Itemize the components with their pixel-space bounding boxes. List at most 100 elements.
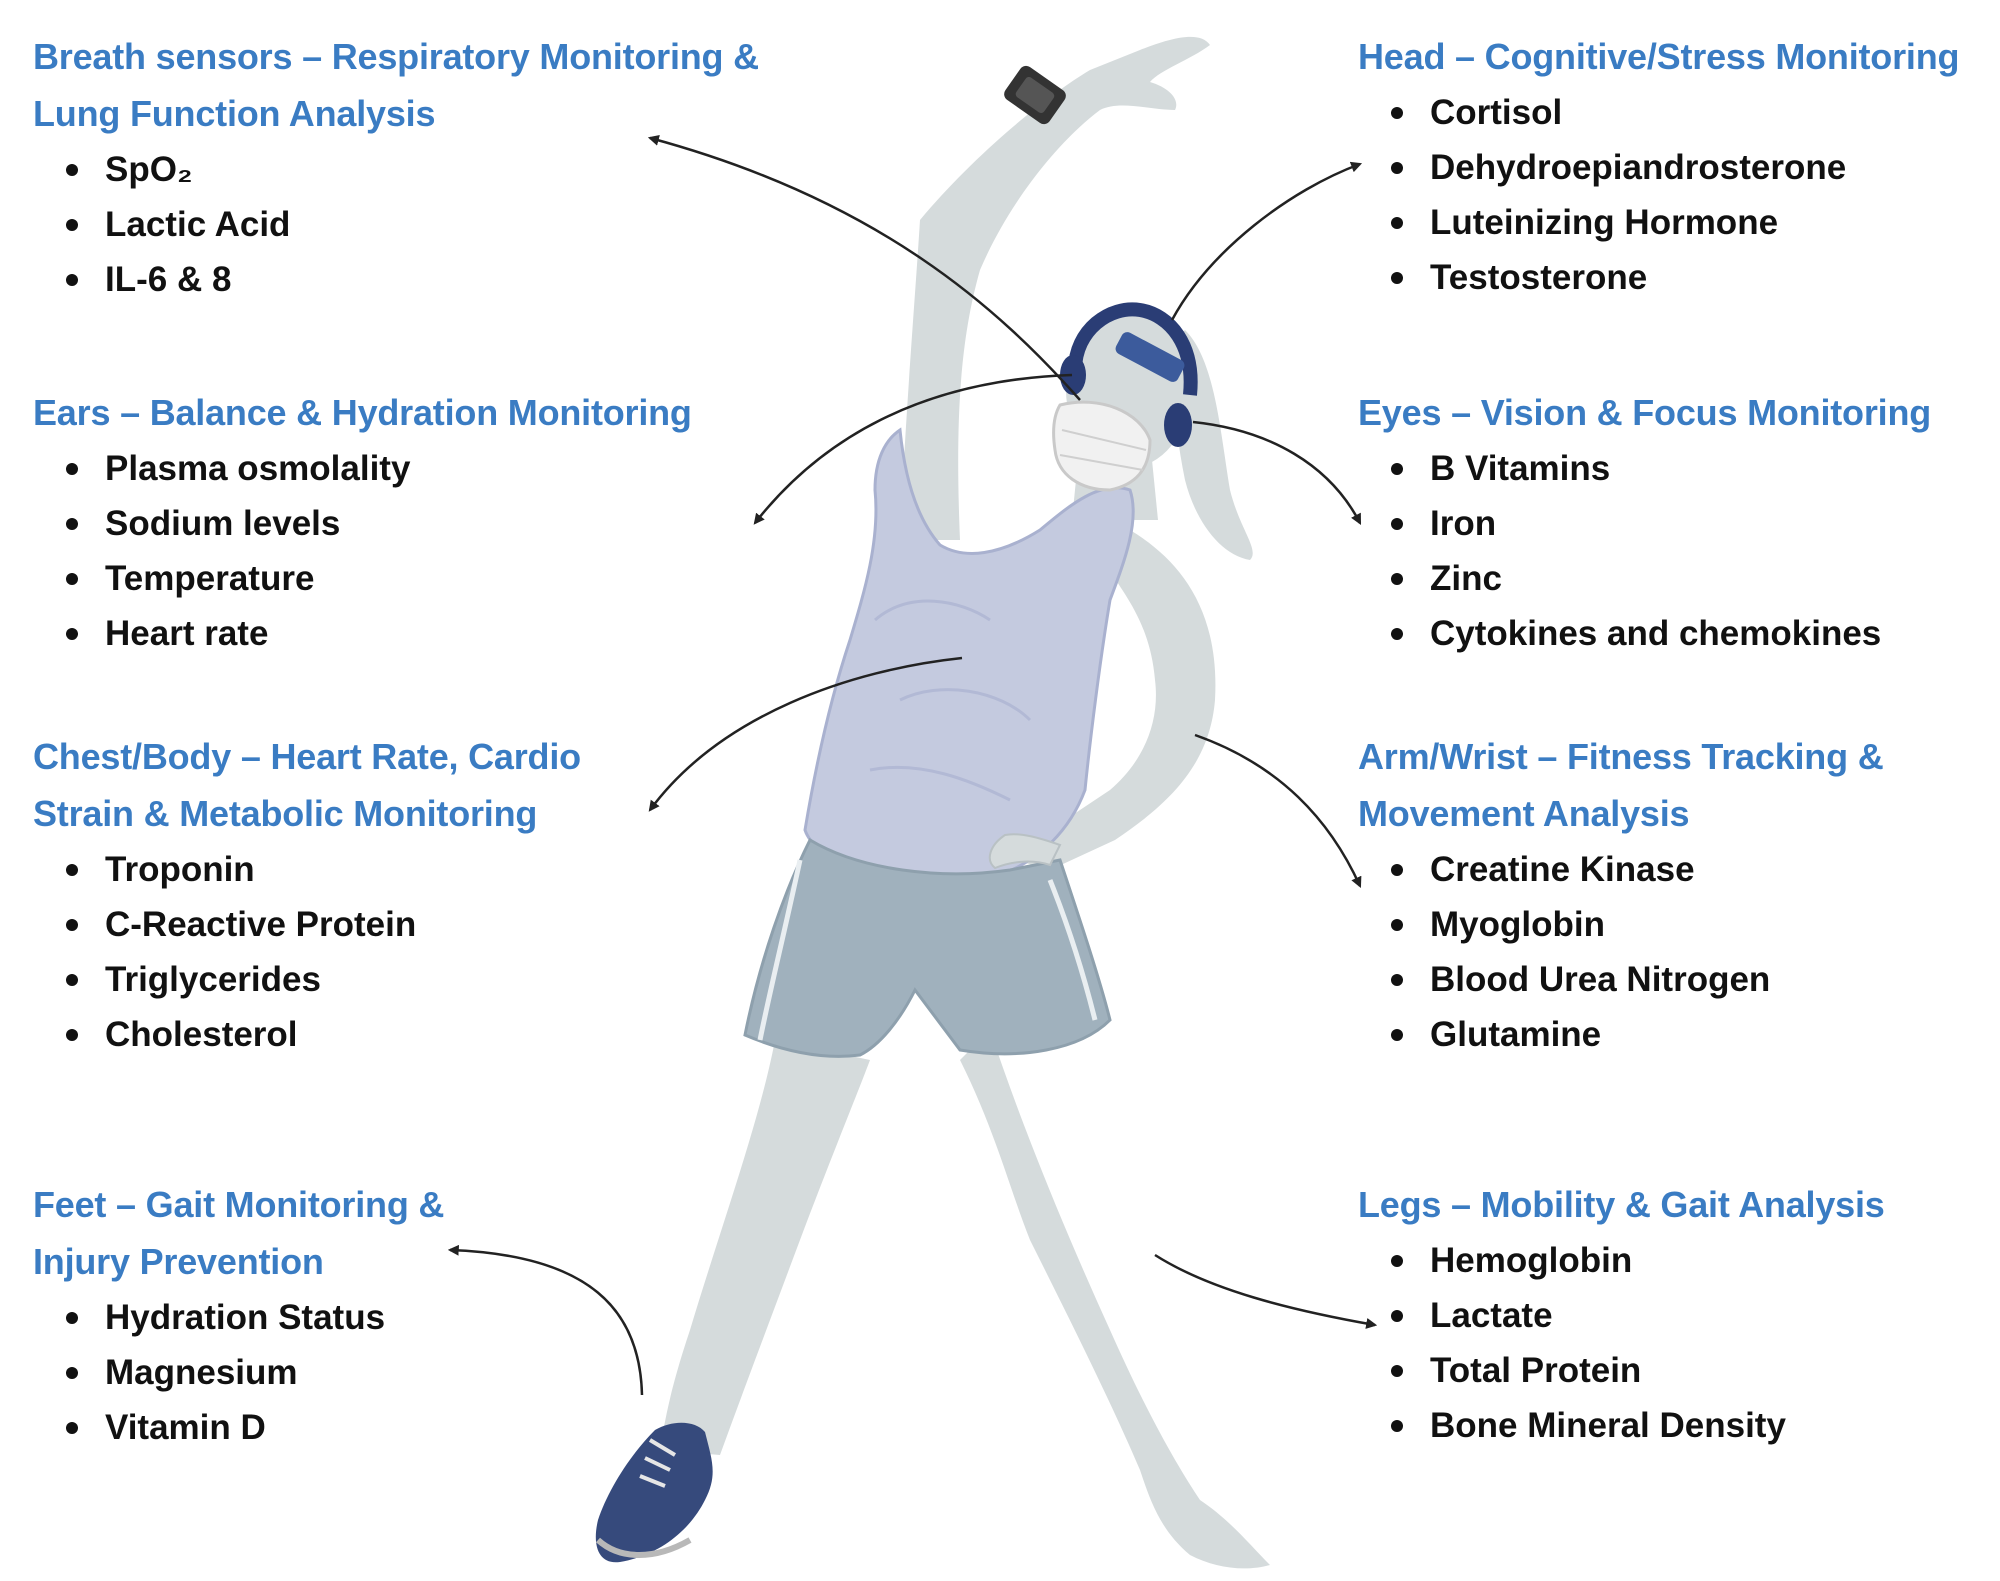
list-item: Zinc <box>1358 551 1998 606</box>
bullet-icon <box>66 1312 78 1324</box>
list-item: Heart rate <box>33 606 793 661</box>
list-item-label: Iron <box>1430 504 1497 543</box>
panel-title: Chest/Body – Heart Rate, Cardio Strain &… <box>33 728 673 842</box>
list-item: SpO₂ <box>33 142 853 197</box>
bullet-icon <box>1391 107 1403 119</box>
list-item-label: Sodium levels <box>105 504 341 543</box>
bullet-icon <box>66 1367 78 1379</box>
bullet-icon <box>66 974 78 986</box>
list-item-label: C-Reactive Protein <box>105 905 417 944</box>
arrow-feet <box>447 1244 644 1396</box>
marker-list: SpO₂ Lactic Acid IL-6 & 8 <box>33 142 853 307</box>
bullet-icon <box>1391 217 1403 229</box>
list-item-label: Troponin <box>105 850 255 889</box>
list-item: Creatine Kinase <box>1358 842 1998 897</box>
panel-legs: Legs – Mobility & Gait Analysis Hemoglob… <box>1358 1176 1998 1453</box>
bullet-icon <box>1391 974 1403 986</box>
list-item-label: Luteinizing Hormone <box>1430 203 1779 242</box>
bullet-icon <box>66 864 78 876</box>
panel-title: Ears – Balance & Hydration Monitoring <box>33 384 793 441</box>
panel-title-line-1: Feet – Gait Monitoring & <box>33 1184 445 1225</box>
list-item: Testosterone <box>1358 250 1998 305</box>
panel-title: Arm/Wrist – Fitness Tracking & Movement … <box>1358 728 1998 842</box>
bullet-icon <box>66 164 78 176</box>
panel-title: Feet – Gait Monitoring & Injury Preventi… <box>33 1176 553 1290</box>
bullet-icon <box>66 628 78 640</box>
list-item-label: Vitamin D <box>105 1408 266 1447</box>
bullet-icon <box>66 219 78 231</box>
panel-title-line-1: Chest/Body – Heart Rate, Cardio <box>33 736 581 777</box>
list-item-label: Zinc <box>1430 559 1502 598</box>
panel-title-line-2: Injury Prevention <box>33 1241 324 1282</box>
panel-title-line-2: Strain & Metabolic Monitoring <box>33 793 538 834</box>
panel-title: Breath sensors – Respiratory Monitoring … <box>33 28 853 142</box>
list-item-label: Heart rate <box>105 614 269 653</box>
list-item-label: Temperature <box>105 559 315 598</box>
panel-title: Eyes – Vision & Focus Monitoring <box>1358 384 1998 441</box>
bullet-icon <box>1391 919 1403 931</box>
arrow-ears <box>753 373 1073 525</box>
list-item-label: Hydration Status <box>105 1298 386 1337</box>
panel-title-line-1: Head – Cognitive/Stress Monitoring <box>1358 36 1960 77</box>
list-item: Troponin <box>33 842 673 897</box>
bullet-icon <box>1391 1365 1403 1377</box>
list-item-label: IL-6 & 8 <box>105 260 232 299</box>
list-item-label: Hemoglobin <box>1430 1241 1633 1280</box>
list-item: IL-6 & 8 <box>33 252 853 307</box>
panel-title-line-1: Arm/Wrist – Fitness Tracking & <box>1358 736 1884 777</box>
list-item: Myoglobin <box>1358 897 1998 952</box>
list-item-label: Total Protein <box>1430 1351 1642 1390</box>
arrow-head <box>1170 161 1363 321</box>
bullet-icon <box>1391 518 1403 530</box>
list-item: Vitamin D <box>33 1400 553 1455</box>
list-item-label: Cytokines and chemokines <box>1430 614 1882 653</box>
bullet-icon <box>66 919 78 931</box>
list-item: Glutamine <box>1358 1007 1998 1062</box>
list-item-label: SpO₂ <box>105 150 193 189</box>
bullet-icon <box>1391 628 1403 640</box>
list-item: Dehydroepiandrosterone <box>1358 140 1998 195</box>
bullet-icon <box>1391 162 1403 174</box>
list-item: Sodium levels <box>33 496 793 551</box>
bullet-icon <box>66 274 78 286</box>
panel-feet: Feet – Gait Monitoring & Injury Preventi… <box>33 1176 553 1455</box>
connector-arrows <box>447 134 1378 1396</box>
list-item-label: Myoglobin <box>1430 905 1605 944</box>
bullet-icon <box>1391 463 1403 475</box>
panel-title-line-1: Legs – Mobility & Gait Analysis <box>1358 1184 1885 1225</box>
list-item: Magnesium <box>33 1345 553 1400</box>
arrow-arm <box>1194 733 1362 889</box>
list-item-label: Lactic Acid <box>105 205 291 244</box>
bullet-icon <box>1391 1255 1403 1267</box>
list-item: Luteinizing Hormone <box>1358 195 1998 250</box>
panel-title-line-1: Eyes – Vision & Focus Monitoring <box>1358 392 1932 433</box>
panel-breath-sensors: Breath sensors – Respiratory Monitoring … <box>33 28 853 307</box>
marker-list: Troponin C-Reactive Protein Triglyceride… <box>33 842 673 1062</box>
smartwatch-icon <box>1004 65 1066 125</box>
panel-chest-body: Chest/Body – Heart Rate, Cardio Strain &… <box>33 728 673 1062</box>
bullet-icon <box>1391 1310 1403 1322</box>
panel-title-line-1: Ears – Balance & Hydration Monitoring <box>33 392 692 433</box>
bullet-icon <box>1391 573 1403 585</box>
list-item: Temperature <box>33 551 793 606</box>
arrow-eyes <box>1192 420 1362 525</box>
marker-list: Hydration Status Magnesium Vitamin D <box>33 1290 553 1455</box>
face-mask-icon <box>1052 400 1152 492</box>
arrow-breath <box>647 134 1081 401</box>
list-item: Cholesterol <box>33 1007 673 1062</box>
sneaker-icon <box>595 1422 713 1563</box>
list-item-label: Magnesium <box>105 1353 298 1392</box>
bullet-icon <box>66 518 78 530</box>
list-item: Cytokines and chemokines <box>1358 606 1998 661</box>
panel-eyes: Eyes – Vision & Focus Monitoring B Vitam… <box>1358 384 1998 661</box>
list-item-label: B Vitamins <box>1430 449 1611 488</box>
list-item-label: Cortisol <box>1430 93 1563 132</box>
list-item-label: Blood Urea Nitrogen <box>1430 960 1771 999</box>
marker-list: Creatine Kinase Myoglobin Blood Urea Nit… <box>1358 842 1998 1062</box>
list-item: Cortisol <box>1358 85 1998 140</box>
bullet-icon <box>66 573 78 585</box>
marker-list: Plasma osmolality Sodium levels Temperat… <box>33 441 793 661</box>
list-item-label: Testosterone <box>1430 258 1648 297</box>
panel-title-line-1: Breath sensors – Respiratory Monitoring … <box>33 36 759 77</box>
list-item: Triglycerides <box>33 952 673 1007</box>
